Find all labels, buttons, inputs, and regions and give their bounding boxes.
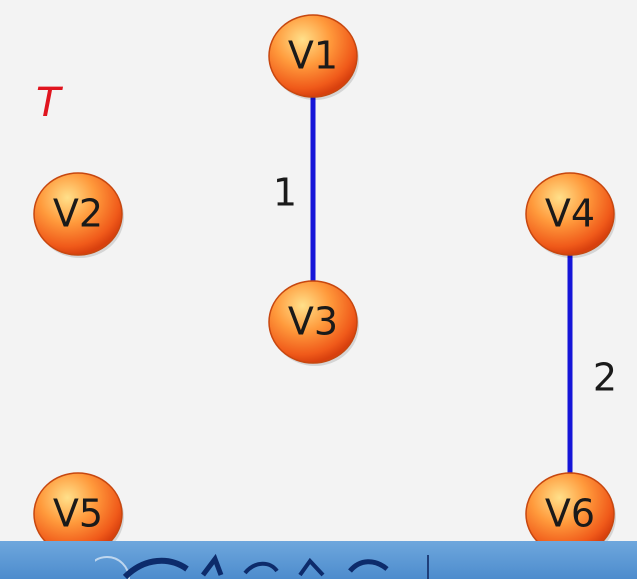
node-v2: V2: [33, 172, 124, 258]
node-label: V5: [53, 492, 103, 536]
node-label: V4: [545, 192, 595, 236]
node-circle: [525, 172, 615, 256]
node-v5: V5: [33, 472, 124, 558]
footer-banner: [0, 541, 637, 579]
node-label: V6: [545, 492, 595, 536]
edge-weight-label: 2: [593, 356, 617, 400]
node-v3: V3: [268, 280, 359, 366]
node-label: V1: [288, 34, 338, 78]
node-label: V2: [53, 192, 103, 236]
node-v4: V4: [525, 172, 616, 258]
node-circle: [268, 280, 358, 364]
watermark-logo-icon: [95, 553, 389, 579]
edge-weight-label: 1: [273, 171, 297, 215]
node-circle: [268, 14, 358, 98]
node-label: V3: [288, 300, 338, 344]
node-v6: V6: [525, 472, 616, 558]
node-circle: [33, 172, 123, 256]
node-v1: V1: [268, 14, 359, 100]
graph-title: T: [36, 80, 64, 126]
footer-divider: [427, 555, 429, 579]
